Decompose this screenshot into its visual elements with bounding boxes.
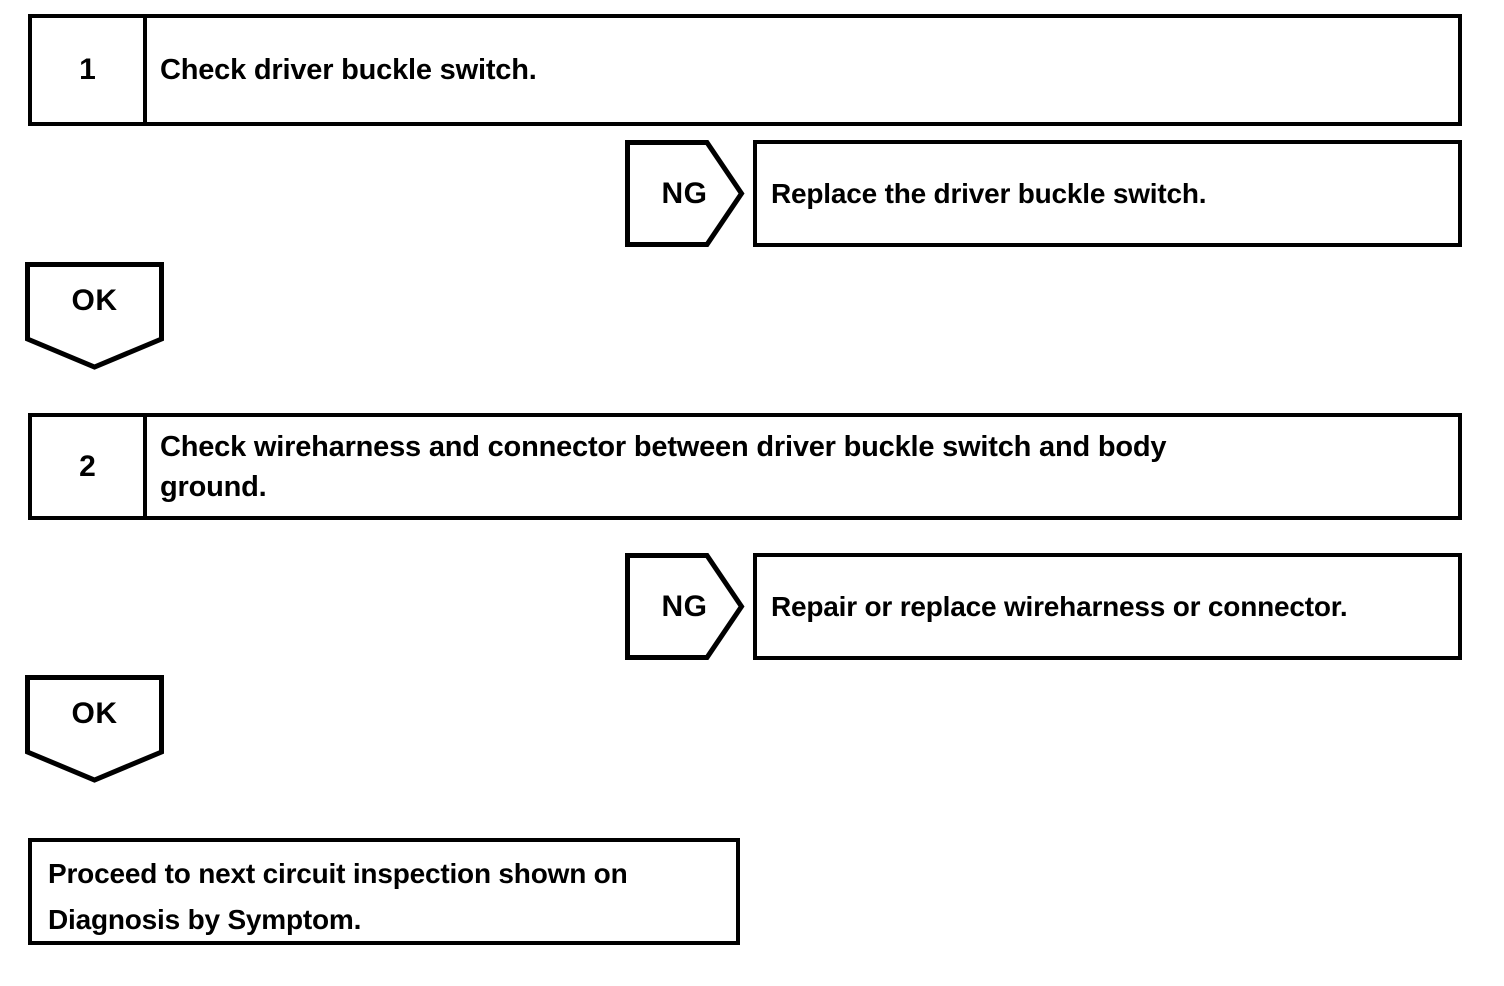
step-1-box: 1 Check driver buckle switch. xyxy=(28,14,1462,126)
step-2-ng-result-text: Repair or replace wireharness or connect… xyxy=(771,590,1348,622)
step-2-number: 2 xyxy=(32,417,147,516)
step-2-instruction: Check wireharness and connector between … xyxy=(147,417,1458,516)
step-2-instruction-line-1: Check wireharness and connector between … xyxy=(160,430,1167,463)
step-2-ok-label: OK xyxy=(71,697,118,730)
step-1-ng-result-text: Replace the driver buckle switch. xyxy=(771,177,1207,209)
final-instruction-box: Proceed to next circuit inspection shown… xyxy=(28,838,740,945)
ok-arrow-icon xyxy=(25,675,164,783)
step-2-box: 2 Check wireharness and connector betwee… xyxy=(28,413,1462,520)
step-1-instruction-line-1: Check driver buckle switch. xyxy=(160,54,537,86)
final-instruction-line-1: Proceed to next circuit inspection shown… xyxy=(48,858,628,889)
step-1-ng-result-box: Replace the driver buckle switch. xyxy=(753,140,1462,247)
ng-arrow-icon xyxy=(625,553,745,660)
step-1-ng-connector: NG xyxy=(625,140,745,247)
step-1-number: 1 xyxy=(32,18,147,122)
final-instruction-line-2: Diagnosis by Symptom. xyxy=(48,904,362,935)
step-2-instruction-line-2: ground. xyxy=(160,470,267,503)
ok-arrow-icon xyxy=(25,262,164,370)
step-1-ok-connector: OK xyxy=(25,262,164,370)
step-2-ok-connector: OK xyxy=(25,675,164,783)
step-1-ng-label: NG xyxy=(661,176,708,210)
step-2-ng-label: NG xyxy=(661,589,708,623)
step-2-ng-connector: NG xyxy=(625,553,745,660)
step-1-ok-label: OK xyxy=(71,284,118,317)
step-1-instruction: Check driver buckle switch. xyxy=(147,18,1458,122)
ng-arrow-icon xyxy=(625,140,745,247)
step-2-ng-result-box: Repair or replace wireharness or connect… xyxy=(753,553,1462,660)
